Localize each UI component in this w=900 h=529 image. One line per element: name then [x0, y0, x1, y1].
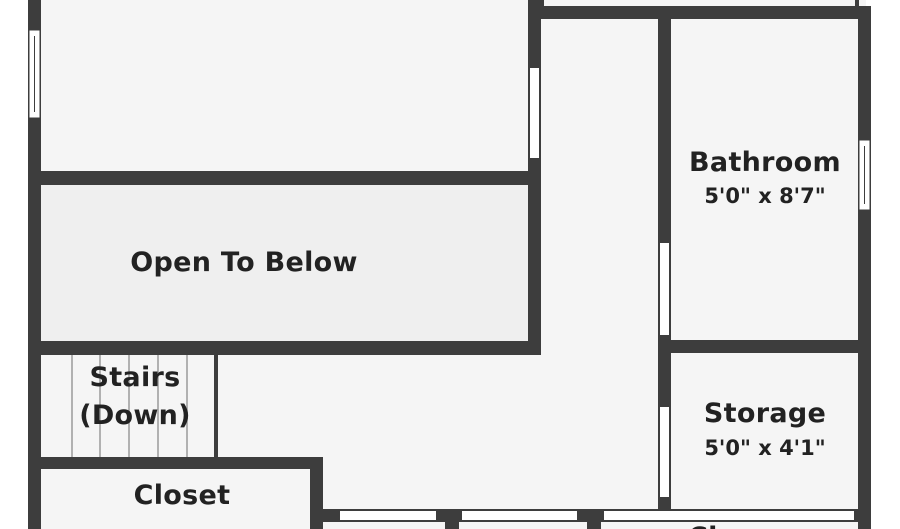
wall-left-outer [28, 0, 41, 529]
open-to-below-label: Open To Below [130, 247, 358, 278]
wall-bath-storage-divider [658, 340, 871, 353]
wall-top-stub-right [855, 0, 859, 8]
wall-bottom-post-1 [445, 509, 459, 529]
storage-dimensions: 5'0" x 4'1" [704, 436, 826, 460]
bathroom-dimensions: 5'0" x 8'7" [704, 184, 826, 208]
doorway-bottom-2 [462, 511, 577, 520]
bottom-right-room-label: Cl [688, 522, 748, 529]
wall-closet-top [28, 457, 323, 469]
wall-top-stub-left [540, 0, 544, 8]
wall-right-outer [858, 8, 871, 529]
doorway-bottom-3 [604, 511, 854, 520]
wall-center-vertical [528, 0, 541, 355]
wall-top-right [530, 6, 871, 19]
storage-label: Storage [703, 398, 827, 429]
wall-bottom-post-2 [587, 509, 601, 529]
open-to-below-area [40, 184, 530, 344]
wall-open-below-top [28, 171, 541, 185]
openings [28, 29, 871, 520]
doorway-center-upper [530, 68, 539, 158]
doorway-bath [660, 243, 669, 335]
doorway-storage [660, 407, 669, 497]
doorway-bottom-1 [340, 511, 436, 520]
closet-label: Closet [133, 480, 231, 511]
stair-treads [71, 354, 188, 462]
bathroom-label: Bathroom [689, 147, 841, 178]
stairs-label-line1: Stairs [89, 362, 181, 393]
wall-open-below-bottom [28, 341, 541, 355]
walls [28, 0, 871, 529]
stairs-label-line2: (Down) [79, 400, 191, 431]
